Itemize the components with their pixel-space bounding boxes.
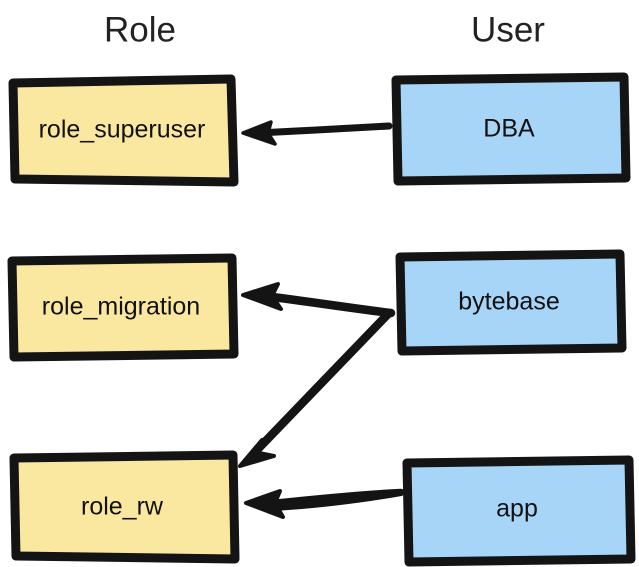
edge-app-to-role-rw [244, 488, 405, 519]
node-role-rw-sketch-overstroke [11, 453, 238, 562]
edge-dba-to-role-superuser [241, 120, 393, 146]
node-role-superuser-sketch-overstroke [10, 77, 238, 184]
node-role-superuser[interactable]: role_superuser [8, 74, 239, 187]
node-dba[interactable]: DBA [391, 72, 631, 186]
node-dba-sketch-overstroke [393, 75, 629, 184]
edge-dba-to-role-superuser-line [254, 122, 393, 137]
edge-app-to-role-rw-line-lower [269, 490, 404, 511]
node-dba-label: DBA [483, 115, 535, 143]
edge-app-to-role-rw-arrowhead [244, 489, 285, 519]
node-bytebase[interactable]: bytebase [395, 249, 627, 356]
node-bytebase-label: bytebase [458, 288, 559, 316]
edge-bytebase-to-role-rw-line [251, 309, 393, 456]
node-role-rw[interactable]: role_rw [9, 450, 240, 564]
column-headers: Role User [104, 10, 545, 49]
node-bytebase-sketch-overstroke [397, 252, 625, 354]
node-role-migration-label: role_migration [42, 293, 200, 321]
node-role-superuser-label: role_superuser [39, 116, 206, 144]
edge-bytebase-to-role-migration [241, 282, 396, 318]
node-role-migration-sketch-overstroke [9, 256, 237, 359]
node-app-label: app [496, 495, 538, 523]
edge-dba-to-role-superuser-arrowhead [241, 120, 277, 146]
node-role-migration[interactable]: role_migration [7, 253, 239, 362]
edge-bytebase-to-role-rw-arrowhead [238, 438, 276, 468]
edge-bytebase-to-role-rw [238, 309, 393, 468]
node-app[interactable]: app [402, 455, 636, 567]
node-role-rw-label: role_rw [81, 493, 164, 521]
column-header-user: User [471, 10, 545, 49]
column-header-role: Role [104, 10, 176, 49]
node-app-sketch-overstroke [404, 458, 634, 565]
edge-bytebase-to-role-migration-line [267, 292, 396, 318]
edge-bytebase-to-role-migration-arrowhead [241, 282, 283, 311]
